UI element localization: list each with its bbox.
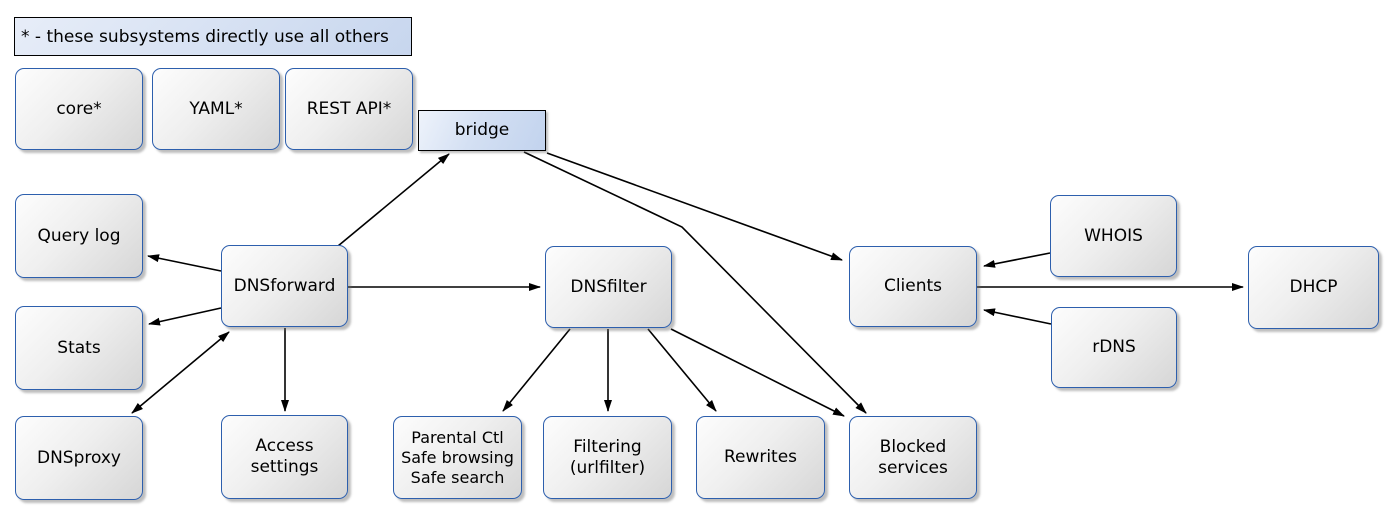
node-access-settings-label: Access settings bbox=[250, 436, 319, 477]
node-dnsproxy: DNSproxy bbox=[15, 416, 143, 500]
legend-note: * - these subsystems directly use all ot… bbox=[14, 17, 412, 56]
node-access-settings: Access settings bbox=[221, 415, 348, 499]
edge-rdns-clients bbox=[983, 308, 1052, 325]
node-rewrites: Rewrites bbox=[696, 416, 825, 499]
node-bridge: bridge bbox=[418, 110, 546, 151]
node-clients: Clients bbox=[849, 246, 977, 327]
edge-dnsfilter-rewrites bbox=[647, 328, 717, 412]
edge-dnsforward-bridge bbox=[337, 153, 450, 247]
legend-text: * - these subsystems directly use all ot… bbox=[21, 26, 389, 47]
node-parental-ctl: Parental Ctl Safe browsing Safe search bbox=[393, 416, 522, 499]
node-rest-api-label: REST API* bbox=[306, 98, 392, 119]
node-bridge-label: bridge bbox=[454, 120, 510, 140]
node-yaml-label: YAML* bbox=[189, 98, 243, 119]
node-rdns-label: rDNS bbox=[1092, 337, 1136, 357]
node-query-log-label: Query log bbox=[37, 225, 121, 246]
edge-dnsfilter-blocked-services bbox=[670, 328, 845, 417]
edge-bridge-clients bbox=[546, 152, 843, 261]
edge-dnsforward-query-log bbox=[147, 254, 222, 272]
node-dnsproxy-label: DNSproxy bbox=[36, 447, 121, 468]
node-dnsfilter: DNSfilter bbox=[545, 246, 672, 328]
node-dnsforward-label: DNSforward bbox=[233, 275, 336, 296]
node-whois: WHOIS bbox=[1050, 195, 1177, 277]
node-dnsfilter-label: DNSfilter bbox=[570, 276, 647, 297]
node-blocked-services: Blocked services bbox=[849, 416, 977, 499]
node-stats: Stats bbox=[15, 306, 143, 390]
node-clients-label: Clients bbox=[883, 276, 943, 296]
node-stats-label: Stats bbox=[57, 337, 101, 358]
edge-whois-clients bbox=[983, 252, 1051, 268]
node-dhcp-label: DHCP bbox=[1289, 277, 1338, 297]
node-rdns: rDNS bbox=[1051, 307, 1177, 388]
node-core: core* bbox=[15, 68, 143, 150]
edge-bridge-blocked-services bbox=[523, 151, 867, 414]
node-dnsforward: DNSforward bbox=[221, 245, 348, 327]
node-blocked-services-label: Blocked services bbox=[878, 436, 948, 478]
node-yaml: YAML* bbox=[152, 68, 280, 150]
node-dhcp: DHCP bbox=[1248, 246, 1379, 329]
node-parental-ctl-label: Parental Ctl Safe browsing Safe search bbox=[401, 427, 514, 487]
edge-dnsforward-dnsproxy bbox=[131, 331, 230, 414]
node-filtering-urlfilter: Filtering (urlfilter) bbox=[543, 416, 672, 499]
node-rest-api: REST API* bbox=[285, 68, 413, 150]
node-filtering-urlfilter-label: Filtering (urlfilter) bbox=[569, 436, 646, 478]
node-rewrites-label: Rewrites bbox=[723, 447, 798, 467]
node-query-log: Query log bbox=[15, 194, 143, 278]
node-core-label: core* bbox=[56, 98, 102, 119]
node-whois-label: WHOIS bbox=[1084, 225, 1143, 246]
edge-dnsfilter-parental bbox=[502, 328, 571, 412]
edge-dnsforward-stats bbox=[148, 307, 222, 326]
